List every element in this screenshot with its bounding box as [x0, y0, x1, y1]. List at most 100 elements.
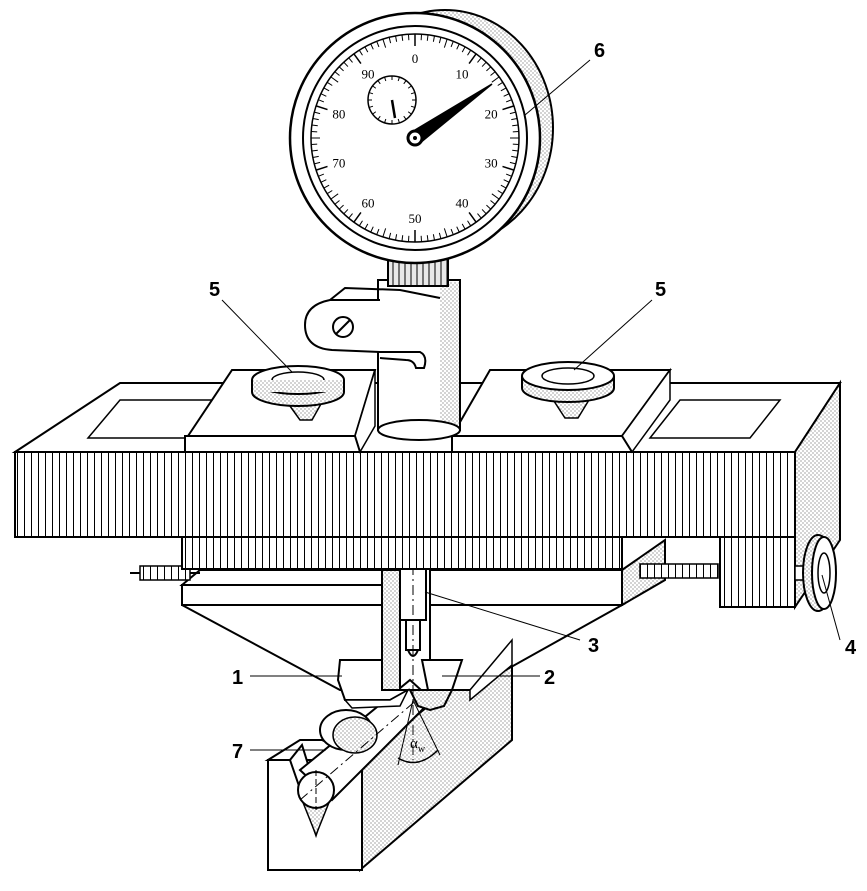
- dial-tick: [353, 211, 362, 223]
- dial-tick: [456, 43, 460, 50]
- dial-tick: [456, 226, 460, 233]
- dial-tick: [511, 118, 518, 121]
- dial-tick: [370, 226, 374, 233]
- dial-tick: [481, 209, 487, 215]
- dial-tick: [497, 81, 504, 86]
- indicator-holder: [303, 257, 461, 441]
- dial-tick: [503, 93, 510, 97]
- dial-tick: [312, 118, 319, 121]
- dial-tick: [326, 81, 333, 86]
- label-5-right: 5: [655, 279, 666, 301]
- dial-tick: [376, 41, 380, 48]
- counter-tick: [410, 105, 415, 108]
- dial-tick: [503, 179, 510, 183]
- counter-tick: [397, 118, 400, 123]
- dial-tick: [438, 37, 442, 44]
- dial-tick: [320, 93, 327, 97]
- dial-tick: [481, 61, 487, 67]
- leader-lines: [221, 59, 841, 751]
- counter-pointer: [390, 99, 397, 119]
- dial-tick: [311, 124, 318, 127]
- counter-tick: [407, 85, 412, 89]
- label-6: 6: [594, 40, 605, 62]
- dial-tick: [468, 211, 477, 223]
- dial-tick: [443, 38, 448, 48]
- dial-tick: [314, 161, 321, 165]
- dial-tick: [364, 223, 369, 230]
- dial-tick: [511, 155, 518, 158]
- gauge-lower-body: [179, 538, 666, 702]
- dial-number: 40: [456, 196, 469, 211]
- dial-tick: [376, 228, 380, 235]
- dial-tick: [477, 213, 482, 219]
- counter-tick: [369, 105, 374, 108]
- dial-tick: [348, 213, 353, 219]
- dial-tick: [486, 66, 492, 72]
- dial-tick: [450, 41, 454, 48]
- dial-tick: [490, 200, 496, 205]
- dial-tick: [388, 232, 392, 239]
- dial-number: 90: [361, 66, 374, 81]
- counter-tick: [369, 92, 374, 95]
- dial-tick: [509, 111, 516, 115]
- counter-tick: [377, 80, 381, 85]
- dial-tick: [443, 228, 448, 238]
- dial-tick: [502, 105, 515, 111]
- dial-tick: [338, 204, 344, 210]
- counter-tick: [372, 85, 377, 89]
- dial-tick: [330, 76, 339, 83]
- counter-tick: [384, 118, 387, 123]
- adjustment-wheel: [794, 534, 837, 612]
- dial-number: 0: [412, 51, 419, 66]
- dial-tick: [450, 228, 454, 235]
- label-2: 2: [544, 667, 555, 689]
- clamp-knob-right: [521, 361, 615, 419]
- dial-tick: [502, 165, 515, 171]
- dial-tick: [432, 35, 435, 42]
- dial-tick: [395, 234, 398, 241]
- dial-tick: [512, 124, 519, 127]
- dial-tick: [330, 193, 339, 200]
- dial-tick: [353, 53, 362, 65]
- dial-tick: [323, 87, 330, 92]
- dial-tick: [505, 173, 512, 177]
- dial-tick: [315, 105, 328, 111]
- dial-tick: [334, 200, 340, 205]
- counter-tick: [403, 115, 407, 120]
- dial-tick: [426, 235, 429, 242]
- counter-tick: [403, 80, 407, 85]
- dial-tick: [382, 38, 387, 48]
- label-5-left: 5: [209, 279, 220, 301]
- dial-tick: [509, 161, 516, 165]
- counter-tick: [384, 77, 387, 82]
- dial-ticks: [311, 34, 519, 242]
- angle-subscript: w: [418, 744, 426, 755]
- dial-tick: [512, 149, 519, 152]
- dial-tick: [477, 57, 482, 63]
- dial-tick: [320, 179, 327, 183]
- dial-tick: [382, 228, 387, 238]
- counter-tick: [377, 115, 381, 120]
- dial-tick: [438, 232, 442, 239]
- dial-tick: [401, 235, 404, 242]
- dial-tick: [312, 155, 319, 158]
- counter-tick: [410, 92, 415, 95]
- dial-tick: [311, 149, 318, 152]
- dial-tick: [318, 99, 325, 103]
- dial-tick: [343, 61, 349, 67]
- dial-tick: [505, 99, 512, 103]
- dial-tick: [491, 193, 500, 200]
- counter-tick: [397, 77, 400, 82]
- dial-number: 60: [361, 196, 374, 211]
- counter-tick: [372, 111, 377, 115]
- dial-tick: [358, 49, 363, 56]
- dial-tick: [401, 34, 404, 41]
- measuring-jaw-2: [408, 659, 464, 712]
- dial-tick: [490, 71, 496, 76]
- dial-tick: [343, 209, 349, 215]
- clamp-knob-left: [251, 365, 345, 421]
- dial-tick: [338, 66, 344, 72]
